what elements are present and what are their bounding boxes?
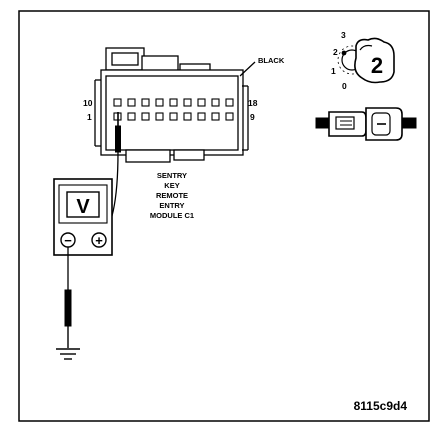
- positive-terminal: [91, 232, 107, 248]
- pin-number-9: 9: [250, 112, 255, 122]
- svg-text:MODULE C1: MODULE C1: [150, 211, 194, 220]
- diagram-frame: [18, 10, 430, 422]
- pin-number-18: 18: [248, 98, 258, 108]
- figure-id: 8115c9d4: [354, 399, 408, 413]
- pin-number-10: 10: [83, 98, 93, 108]
- svg-text:3: 3: [341, 30, 346, 40]
- connector-plug-icon: [315, 107, 417, 141]
- svg-text:ENTRY: ENTRY: [159, 201, 184, 210]
- voltmeter-display-text: V: [76, 196, 90, 218]
- positive-terminal-symbol: +: [95, 233, 103, 248]
- svg-text:SENTRY: SENTRY: [157, 171, 187, 180]
- negative-terminal-symbol: −: [64, 233, 72, 248]
- pin-number-1: 1: [87, 112, 92, 122]
- ground-probe: [64, 247, 72, 348]
- svg-text:REMOTE: REMOTE: [156, 191, 188, 200]
- voltmeter-display: [66, 191, 100, 218]
- connector-color-label: BLACK: [258, 56, 285, 65]
- svg-text:KEY: KEY: [164, 181, 179, 190]
- svg-text:2: 2: [333, 47, 338, 57]
- module-label: SENTRY KEY REMOTE ENTRY MODULE C1: [150, 171, 194, 220]
- ground-icon: [56, 348, 80, 360]
- ignition-key-icon: 2: [354, 37, 395, 84]
- svg-text:1: 1: [331, 66, 336, 76]
- voltmeter: V − +: [53, 178, 113, 256]
- svg-text:0: 0: [342, 81, 347, 91]
- ignition-key-number: 2: [371, 53, 383, 78]
